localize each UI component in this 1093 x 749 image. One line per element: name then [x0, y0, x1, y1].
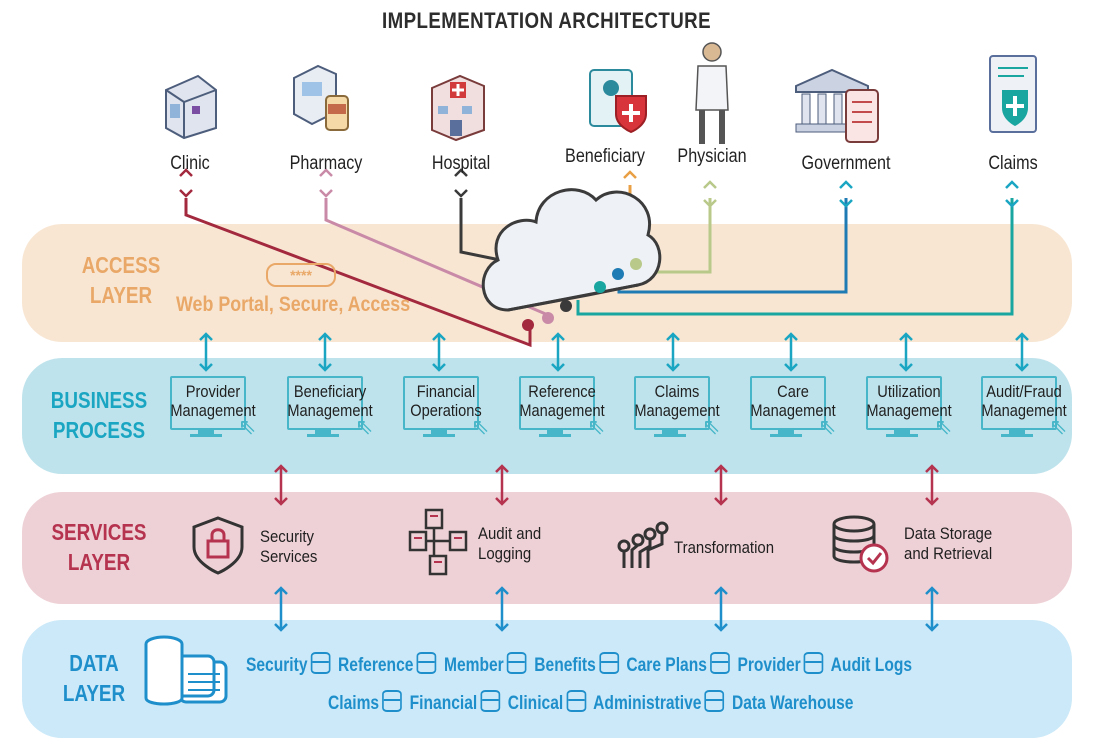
- database-icon: [480, 690, 501, 712]
- data-store-care-plans: Care Plans: [626, 655, 707, 676]
- access-layer-text: Web Portal, Secure, Access: [176, 293, 411, 316]
- entity-label-clinic: Clinic: [170, 153, 210, 174]
- business-layer-label-line2: PROCESS: [52, 417, 146, 443]
- clinic-connector: [184, 198, 532, 348]
- beneficiary-icon: [589, 69, 647, 134]
- pharmacy-connector: [324, 198, 549, 317]
- database-icon: [310, 652, 331, 674]
- claims-connector: [576, 198, 1014, 316]
- diagram-title: IMPLEMENTATION ARCHITECTURE: [381, 8, 712, 33]
- cursor-icon: ⇖: [1049, 414, 1068, 439]
- data-store-data-warehouse: Data Warehouse: [731, 693, 854, 714]
- data-store-member: Member: [443, 655, 504, 676]
- cursor-icon: ⇖: [238, 414, 257, 439]
- cursor-icon: ⇖: [355, 414, 374, 439]
- data-store-audit-logs: Audit Logs: [830, 655, 913, 676]
- entity-label-hospital: Hospital: [431, 153, 491, 174]
- hospital-connector: [459, 198, 511, 264]
- claims-icon: [989, 55, 1037, 133]
- cursor-icon: ⇖: [471, 414, 490, 439]
- data-layer-label: DATA LAYER: [46, 648, 141, 708]
- database-icon: [704, 690, 725, 712]
- services-layer-band: [22, 492, 1072, 604]
- physician-connector: [636, 198, 712, 274]
- database-icon: [382, 690, 403, 712]
- database-icon: [599, 652, 619, 674]
- service-transformation: Transformation: [612, 520, 774, 579]
- data-store-provider: Provider: [737, 655, 801, 676]
- services-layer-label: SERVICES LAYER: [42, 517, 155, 577]
- password-field-icon: ****: [266, 263, 336, 287]
- data-store-security: Security: [246, 655, 308, 676]
- database-stack-icon: [144, 635, 228, 706]
- transformation-icon: [617, 521, 669, 568]
- entity-label-pharmacy: Pharmacy: [289, 153, 363, 174]
- entity-label-claims: Claims: [988, 153, 1038, 174]
- clinic-icon: [165, 74, 217, 140]
- data-layer-label-line2: LAYER: [62, 680, 126, 706]
- government-icon: [795, 68, 879, 143]
- data-layer-label-line1: DATA: [69, 650, 119, 676]
- pharmacy-icon: [293, 64, 349, 131]
- cursor-icon: ⇖: [587, 414, 606, 439]
- audit-logging-icon: [408, 508, 468, 576]
- data-storage-icon: [832, 515, 889, 573]
- business-layer-label: BUSINESS PROCESS: [46, 385, 153, 445]
- cloud-icon: [481, 188, 662, 331]
- data-store-administrative: Administrative: [593, 693, 702, 714]
- access-layer-label-line2: LAYER: [89, 282, 153, 308]
- database-icon: [710, 652, 730, 674]
- data-store-claims: Claims: [328, 693, 380, 714]
- access-layer-label-line1: ACCESS: [81, 252, 161, 278]
- entity-label-government: Government: [801, 153, 891, 174]
- database-icon: [507, 652, 527, 674]
- security-shield-icon: [192, 516, 244, 575]
- cursor-icon: ⇖: [818, 414, 837, 439]
- cursor-icon: ⇖: [934, 414, 953, 439]
- data-row-2: Claims Financial Clinical Administrative…: [328, 690, 853, 715]
- data-row-1: Security Reference Member Benefits Care …: [246, 652, 912, 677]
- database-icon: [803, 652, 824, 674]
- services-layer-label-line2: LAYER: [67, 549, 131, 575]
- entity-label-physician: Physician: [677, 146, 747, 167]
- cursor-icon: ⇖: [702, 414, 721, 439]
- physician-icon: [695, 42, 729, 144]
- access-layer-label: ACCESS LAYER: [60, 250, 183, 310]
- service-label: Transformation: [674, 538, 775, 557]
- entity-label-beneficiary: Beneficiary: [565, 146, 645, 167]
- data-store-financial: Financial: [409, 693, 478, 714]
- hospital-icon: [431, 74, 485, 142]
- business-layer-label-line1: BUSINESS: [50, 387, 148, 413]
- services-layer-label-line1: SERVICES: [51, 519, 147, 545]
- data-store-benefits: Benefits: [534, 655, 596, 676]
- database-icon: [416, 652, 437, 674]
- database-icon: [566, 690, 587, 712]
- data-store-clinical: Clinical: [507, 693, 564, 714]
- data-store-reference: Reference: [338, 655, 414, 676]
